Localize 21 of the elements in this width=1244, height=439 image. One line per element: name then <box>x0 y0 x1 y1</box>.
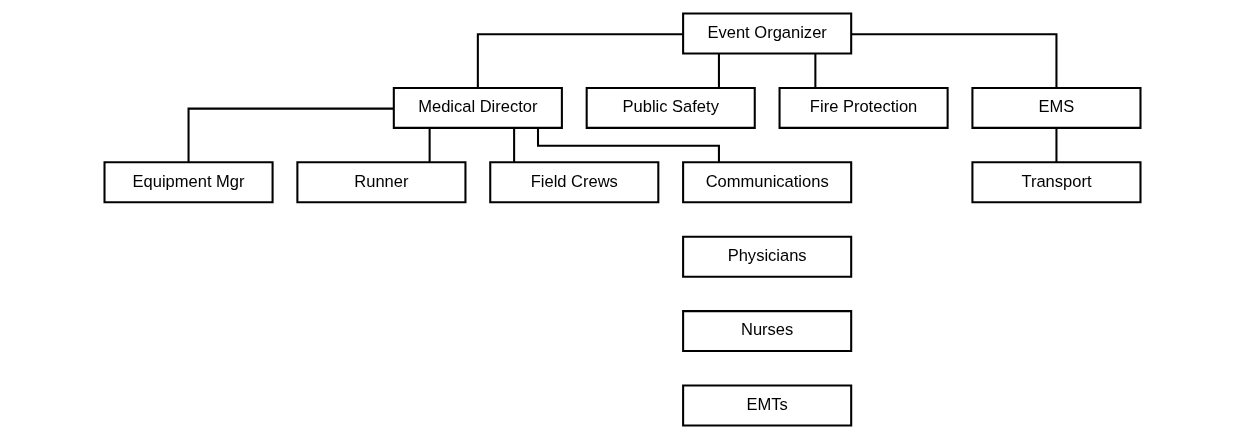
node-box: EMTs <box>681 384 852 427</box>
node-box: Field Crews <box>488 161 659 204</box>
node-box: EMS <box>970 86 1142 129</box>
node-box: Nurses <box>681 310 852 353</box>
connector <box>813 53 816 88</box>
node-box: Communications <box>681 161 852 204</box>
connector <box>476 33 683 88</box>
node-box: Equipment Mgr <box>102 161 274 204</box>
connector <box>428 128 431 162</box>
connector <box>850 33 1057 88</box>
node-box: Physicians <box>681 235 852 278</box>
node-box: Transport <box>970 161 1142 204</box>
node-box: Fire Protection <box>778 86 949 129</box>
connector <box>512 128 515 162</box>
connector <box>717 53 720 88</box>
connector <box>1054 128 1057 162</box>
node-box: Medical Director <box>392 86 563 129</box>
connector <box>187 107 394 163</box>
node-box: Runner <box>295 161 466 204</box>
node-box: Public Safety <box>585 86 756 129</box>
node-box: Event Organizer <box>681 12 852 55</box>
